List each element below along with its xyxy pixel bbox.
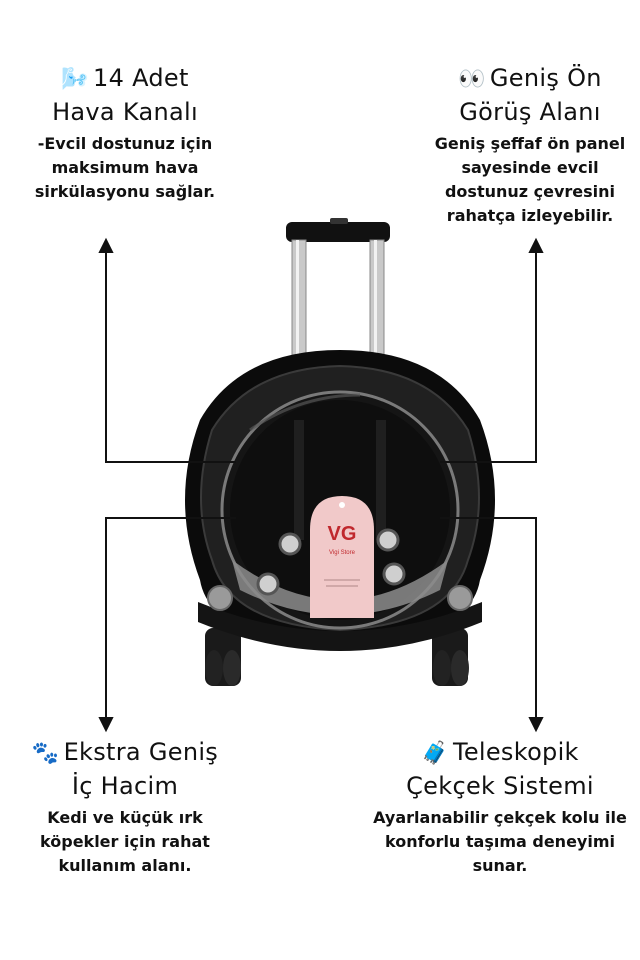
desc-line3: kullanım alanı. xyxy=(58,856,192,875)
feature-desc: Kedi ve küçük ırk köpekler için rahat ku… xyxy=(10,806,240,878)
paw-icon: 🐾 xyxy=(31,741,60,766)
title-line1: Geniş Ön xyxy=(489,64,602,92)
feature-desc: Geniş şeffaf ön panel sayesinde evcil do… xyxy=(420,132,640,228)
title-line2: İç Hacim xyxy=(71,772,179,800)
title-line2: Görüş Alanı xyxy=(459,98,601,126)
desc-line2: sayesinde evcil xyxy=(461,158,599,177)
tag-logo: VG xyxy=(328,523,357,545)
desc-line3: sunar. xyxy=(472,856,528,875)
desc-line1: Ayarlanabilir çekçek kolu ile xyxy=(373,808,627,827)
tag-brand: Vigi Store xyxy=(329,550,356,556)
desc-line3: sirkülasyonu sağlar. xyxy=(34,182,216,201)
luggage-icon: 🧳 xyxy=(421,741,449,766)
feature-air-channels: 🌬️14 Adet Hava Kanalı -Evcil dostunuz iç… xyxy=(20,62,230,204)
brand-tag: VG Vigi Store xyxy=(310,496,374,618)
feature-title: 🌬️14 Adet xyxy=(20,62,230,96)
desc-line3: dostunuz çevresini xyxy=(444,182,616,201)
desc-line1: Kedi ve küçük ırk xyxy=(47,808,203,827)
wheels xyxy=(205,628,469,686)
eyes-icon: 👀 xyxy=(458,67,486,92)
feature-desc: -Evcil dostunuz için maksimum hava sirkü… xyxy=(20,132,230,204)
feature-front-view: 👀Geniş Ön Görüş Alanı Geniş şeffaf ön pa… xyxy=(420,62,640,228)
leader-lines xyxy=(98,237,544,733)
desc-line2: konforlu taşıma deneyimi xyxy=(385,832,615,851)
wind-icon: 🌬️ xyxy=(61,67,89,92)
title-line2: Çekçek Sistemi xyxy=(406,772,594,800)
title-line1: 14 Adet xyxy=(93,64,189,92)
title-line1: Teleskopik xyxy=(452,738,579,766)
desc-line4: rahatça izleyebilir. xyxy=(446,206,614,225)
feature-interior-volume: 🐾Ekstra Geniş İç Hacim Kedi ve küçük ırk… xyxy=(10,736,240,878)
desc-line2: maksimum hava xyxy=(51,158,199,177)
title-line2: Hava Kanalı xyxy=(52,98,198,126)
telescopic-handle xyxy=(286,218,390,361)
desc-line2: köpekler için rahat xyxy=(40,832,210,851)
title-line1: Ekstra Geniş xyxy=(63,738,219,766)
feature-desc: Ayarlanabilir çekçek kolu ile konforlu t… xyxy=(360,806,640,878)
desc-line1: Geniş şeffaf ön panel xyxy=(434,134,626,153)
desc-line1: -Evcil dostunuz için xyxy=(37,134,213,153)
feature-title: 👀Geniş Ön xyxy=(420,62,640,96)
feature-title: 🧳Teleskopik xyxy=(360,736,640,770)
feature-telescopic-trolley: 🧳Teleskopik Çekçek Sistemi Ayarlanabilir… xyxy=(360,736,640,878)
feature-title: 🐾Ekstra Geniş xyxy=(10,736,240,770)
